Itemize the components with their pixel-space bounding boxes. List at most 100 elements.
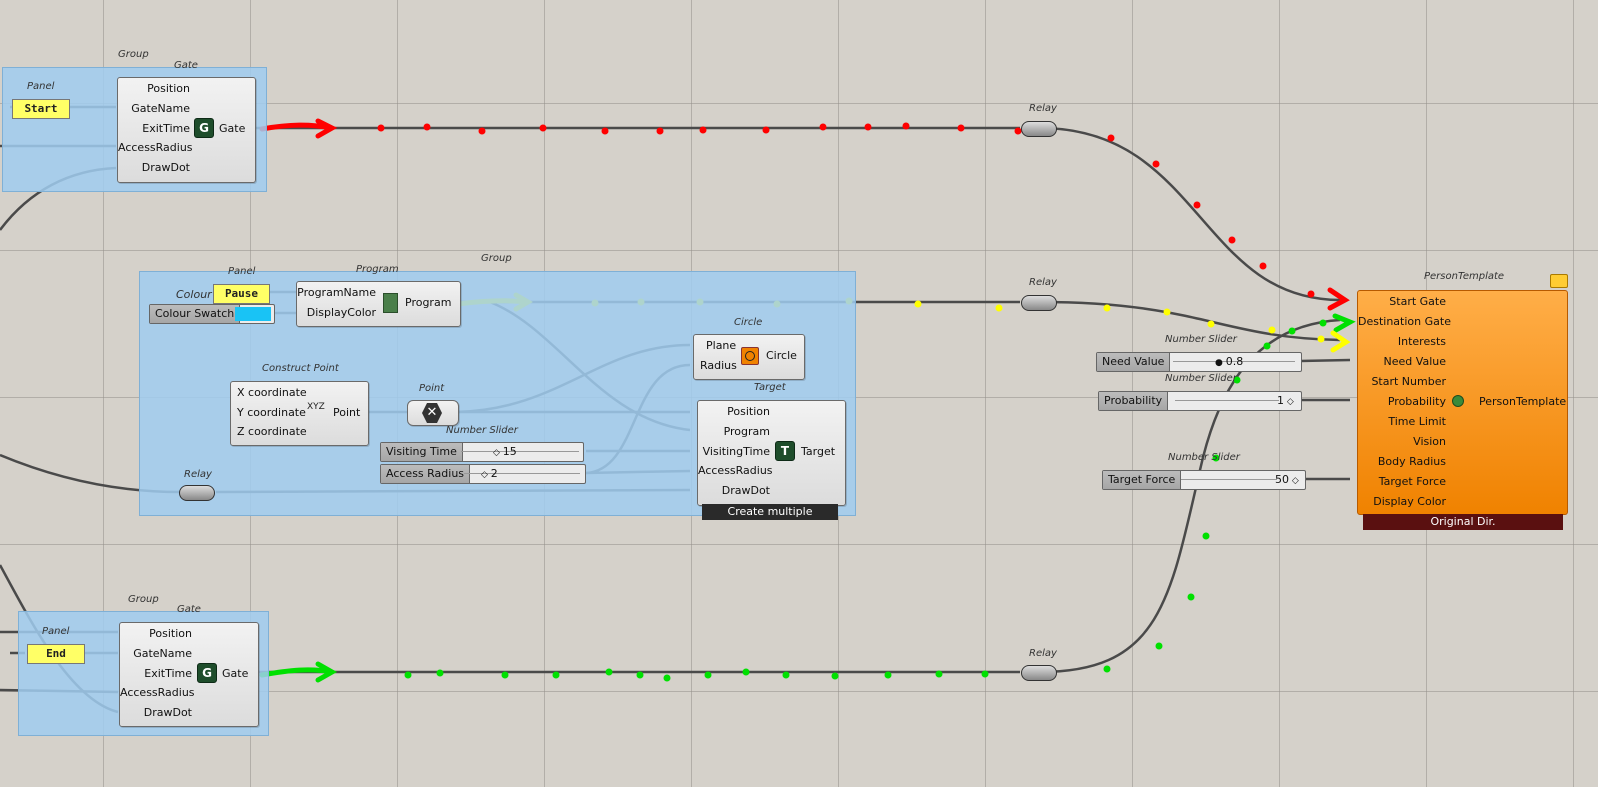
target-component[interactable]: Position Program VisitingTime AccessRadi…: [697, 400, 846, 506]
input-start-gate[interactable]: Start Gate: [1389, 295, 1446, 308]
wire: [1299, 358, 1351, 363]
input-y-coordinate[interactable]: Y coordinate: [237, 406, 306, 419]
input-gatename[interactable]: GateName: [131, 102, 190, 115]
slider-track[interactable]: [461, 451, 579, 452]
slider-value[interactable]: ● 0.8: [1215, 355, 1244, 368]
green-flow-dots: [404, 319, 1327, 682]
output-program[interactable]: Program: [405, 296, 452, 309]
input-z-coordinate[interactable]: Z coordinate: [237, 425, 307, 438]
target-icon: T: [775, 441, 795, 461]
relay-node[interactable]: [1021, 121, 1057, 137]
input-destination-gate[interactable]: Destination Gate: [1358, 315, 1451, 328]
construct-point-component[interactable]: X coordinate Y coordinate Z coordinate X…: [230, 381, 369, 446]
program-component[interactable]: ProgramName DisplayColor Program: [296, 281, 461, 327]
input-need-value[interactable]: Need Value: [1383, 355, 1446, 368]
panel-title: Panel: [27, 81, 55, 92]
colour-swatch-label: Colour Swatch: [150, 305, 241, 323]
input-accessradius[interactable]: AccessRadius: [698, 464, 773, 477]
input-display-color[interactable]: Display Color: [1373, 495, 1446, 508]
access-radius-slider[interactable]: Access Radius ◇ 2: [380, 464, 586, 484]
slider-label: Probability: [1099, 392, 1169, 410]
yellow-flow-arrow: [1330, 330, 1351, 353]
slider-title: Number Slider: [1165, 373, 1237, 384]
slider-value[interactable]: 50 ◇: [1275, 473, 1299, 486]
input-probability[interactable]: Probability: [1387, 395, 1446, 408]
input-exittime[interactable]: ExitTime: [142, 122, 190, 135]
gate-component-end[interactable]: Position GateName ExitTime AccessRadius …: [119, 622, 259, 727]
slider-track[interactable]: [1181, 479, 1277, 480]
green-flow-arrow: [259, 661, 338, 683]
relay-title: Relay: [184, 469, 212, 480]
relay-node[interactable]: [179, 485, 215, 501]
input-drawdot[interactable]: DrawDot: [143, 706, 192, 719]
input-exittime[interactable]: ExitTime: [144, 667, 192, 680]
target-force-slider[interactable]: Target Force 50 ◇: [1102, 470, 1306, 490]
red-flow-dots: [377, 122, 1315, 298]
create-multiple-button[interactable]: Create multiple: [702, 504, 838, 520]
probability-slider[interactable]: Probability 1 ◇: [1098, 391, 1302, 411]
panel-title: Panel: [42, 626, 70, 637]
slider-track[interactable]: [1173, 361, 1295, 362]
comment-bubble-icon[interactable]: [1550, 274, 1568, 288]
output-point[interactable]: Point: [333, 406, 361, 419]
input-radius[interactable]: Radius: [700, 359, 737, 372]
input-position[interactable]: Position: [727, 405, 770, 418]
colour-swatch[interactable]: Colour Swatch: [149, 304, 275, 324]
slider-value[interactable]: ◇ 15: [493, 445, 517, 458]
input-drawdot[interactable]: DrawDot: [141, 161, 190, 174]
output-gate[interactable]: Gate: [219, 122, 246, 135]
colour-swatch-color[interactable]: [235, 307, 271, 321]
input-visitingtime[interactable]: VisitingTime: [702, 445, 770, 458]
pause-panel[interactable]: Pause: [213, 284, 270, 304]
output-persontemplate[interactable]: PersonTemplate: [1479, 395, 1567, 408]
slider-value[interactable]: ◇ 2: [481, 467, 498, 480]
slider-track[interactable]: [464, 473, 580, 474]
relay-node[interactable]: [1021, 665, 1057, 681]
slider-value[interactable]: 1 ◇: [1277, 394, 1294, 407]
slider-track[interactable]: [1175, 400, 1279, 401]
original-dir-button[interactable]: Original Dir.: [1363, 514, 1563, 530]
output-circle[interactable]: Circle: [766, 349, 797, 362]
need-value-slider[interactable]: Need Value ● 0.8: [1096, 352, 1302, 372]
wire: [1039, 300, 1341, 342]
input-start-number[interactable]: Start Number: [1371, 375, 1446, 388]
input-position[interactable]: Position: [147, 82, 190, 95]
component-title: Target: [754, 382, 786, 393]
point-param-icon: ✕: [422, 403, 442, 423]
input-position[interactable]: Position: [149, 627, 192, 640]
input-displaycolor[interactable]: DisplayColor: [306, 306, 376, 319]
relay-node[interactable]: [1021, 295, 1057, 311]
person-template-component[interactable]: Start Gate Destination Gate Interests Ne…: [1357, 290, 1568, 515]
input-body-radius[interactable]: Body Radius: [1377, 455, 1446, 468]
circle-component[interactable]: Plane Radius Circle: [693, 334, 805, 380]
input-programname[interactable]: ProgramName: [297, 286, 376, 299]
wire: [1039, 126, 1341, 302]
visiting-time-slider[interactable]: Visiting Time ◇ 15: [380, 442, 584, 462]
input-program[interactable]: Program: [723, 425, 770, 438]
input-accessradius[interactable]: AccessRadius: [118, 141, 193, 154]
input-target-force[interactable]: Target Force: [1378, 475, 1446, 488]
end-panel[interactable]: End: [27, 644, 85, 664]
input-drawdot[interactable]: DrawDot: [721, 484, 770, 497]
input-plane[interactable]: Plane: [706, 339, 737, 352]
component-title: PersonTemplate: [1424, 271, 1505, 282]
green-flow-arrow: [1332, 313, 1356, 333]
point-param[interactable]: ✕: [407, 400, 459, 426]
slider-label: Visiting Time: [381, 443, 463, 461]
slider-title: Number Slider: [446, 425, 518, 436]
start-panel[interactable]: Start: [12, 99, 70, 119]
input-time-limit[interactable]: Time Limit: [1388, 415, 1446, 428]
slider-label: Access Radius: [381, 465, 471, 483]
input-x-coordinate[interactable]: X coordinate: [237, 386, 307, 399]
component-title: Gate: [177, 604, 201, 615]
output-gate[interactable]: Gate: [222, 667, 249, 680]
component-title: Point: [419, 383, 445, 394]
input-vision[interactable]: Vision: [1413, 435, 1446, 448]
output-target[interactable]: Target: [801, 445, 836, 458]
gate-component-start[interactable]: Position GateName ExitTime AccessRadius …: [117, 77, 256, 183]
input-interests[interactable]: Interests: [1397, 335, 1446, 348]
input-accessradius[interactable]: AccessRadius: [120, 686, 195, 699]
component-title: Circle: [734, 317, 763, 328]
input-gatename[interactable]: GateName: [133, 647, 192, 660]
